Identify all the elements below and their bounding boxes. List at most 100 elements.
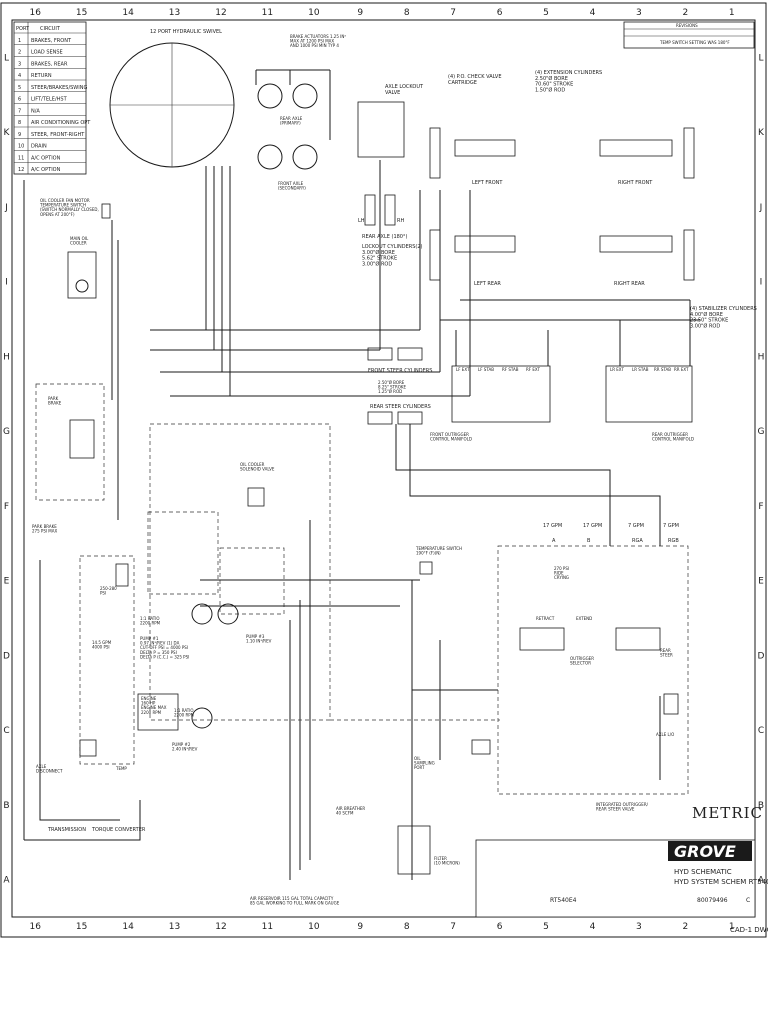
company-logo: GROVE bbox=[674, 842, 736, 861]
grid-column-label: 5 bbox=[543, 922, 549, 932]
lf-stab-label: LF STAB bbox=[478, 367, 494, 372]
port-circuit: A/C OPTION bbox=[31, 167, 61, 173]
grid-column-label: 1 bbox=[729, 922, 735, 932]
port-b-label: B bbox=[587, 538, 591, 544]
grid-column-label: 14 bbox=[122, 922, 134, 932]
port-circuit: N/A bbox=[31, 108, 40, 114]
transmission-label: TRANSMISSION bbox=[47, 827, 86, 833]
title-block: GROVE HYD SCHEMATIC HYD SYSTEM SCHEM RT5… bbox=[475, 839, 768, 934]
rear-axle-primary-label: REAR AXLE(PRIMARY) bbox=[280, 116, 303, 126]
grid-column-label: 6 bbox=[497, 922, 503, 932]
hydraulic-swivel: 12 PORT HYDRAULIC SWIVEL bbox=[109, 29, 235, 168]
rf-ext-label: RF EXT bbox=[526, 367, 541, 372]
model-number: RT540E4 bbox=[550, 897, 577, 904]
port-number: 5 bbox=[18, 85, 21, 91]
revisions-block: REVISIONS TEMP SWITCH SETTING WAS 180°F bbox=[623, 21, 755, 49]
port-circuit: STEER/BRAKES/SWING bbox=[31, 85, 87, 91]
flow-17b-label: 17 GPM bbox=[583, 523, 602, 529]
grid-column-label: 2 bbox=[682, 8, 688, 18]
drawing-title: HYD SCHEMATIC bbox=[674, 868, 732, 876]
grid-row-label: F bbox=[758, 502, 763, 512]
port-number: 9 bbox=[18, 132, 21, 138]
grid-row-label: D bbox=[758, 651, 765, 661]
port-a-label: A bbox=[552, 538, 556, 544]
grid-column-label: 4 bbox=[590, 8, 596, 18]
grid-row-label: D bbox=[3, 651, 10, 661]
rear-steer-cyl-label: REAR STEER CYLINDERS bbox=[370, 404, 431, 410]
port-header: PORT bbox=[16, 26, 30, 32]
metric-label: METRIC bbox=[692, 804, 763, 822]
filter-label: FILTER(10 MICRON) bbox=[434, 856, 460, 866]
grid-row-label: C bbox=[3, 726, 9, 736]
left-rear-label: LEFT REAR bbox=[474, 281, 501, 287]
grid-row-label: I bbox=[5, 278, 8, 288]
port-number: 10 bbox=[18, 144, 24, 150]
grid-row-label: G bbox=[3, 427, 10, 437]
grid-column-label: 8 bbox=[404, 8, 410, 18]
right-front-label: RIGHT FRONT bbox=[618, 180, 653, 186]
grid-row-label: A bbox=[758, 876, 765, 886]
port-number: 4 bbox=[18, 73, 21, 79]
grid-row-label: A bbox=[3, 876, 10, 886]
grid-column-label: 14 bbox=[122, 8, 134, 18]
grid-row-label: B bbox=[758, 801, 764, 811]
grid-column-label: 3 bbox=[636, 922, 642, 932]
port-circuit: BRAKES, REAR bbox=[31, 61, 68, 67]
grid-row-label: H bbox=[758, 352, 765, 362]
drawing-subtitle: HYD SYSTEM SCHEM RT540E4 bbox=[674, 878, 768, 886]
outrigger-manifolds: LF EXT LF STAB RF STAB RF EXT LR EXT LR … bbox=[430, 365, 694, 442]
grid-row-label: K bbox=[4, 128, 11, 138]
revision-row: TEMP SWITCH SETTING WAS 180°F bbox=[659, 40, 730, 45]
torque-converter-label: TORQUE CONVERTER bbox=[91, 827, 146, 833]
grove-logo-bg bbox=[668, 841, 752, 861]
grid-column-label: 13 bbox=[169, 922, 180, 932]
port-circuit: LOAD SENSE bbox=[31, 50, 63, 56]
grid-column-label: 16 bbox=[29, 8, 41, 18]
grid-column-label: 15 bbox=[76, 922, 87, 932]
grid-column-label: 10 bbox=[308, 8, 320, 18]
port-number: 11 bbox=[18, 155, 24, 161]
outer-border bbox=[0, 2, 767, 938]
grid-row-label: K bbox=[758, 128, 765, 138]
grid-column-label: 5 bbox=[543, 8, 549, 18]
port-number: 2 bbox=[18, 50, 21, 56]
port-circuit: BRAKES, FRONT bbox=[31, 38, 72, 44]
lr-stab-label: LR STAB bbox=[632, 367, 649, 372]
grid-row-label: G bbox=[758, 427, 765, 437]
rear-axle-deg-label: REAR AXLE (180°) bbox=[362, 234, 407, 240]
grid-column-label: 7 bbox=[450, 922, 456, 932]
rf-stab-label: RF STAB bbox=[502, 367, 519, 372]
port-number: 8 bbox=[18, 120, 21, 126]
revisions-header: REVISIONS bbox=[676, 23, 698, 28]
grid-column-label: 7 bbox=[450, 8, 456, 18]
swivel-label: 12 PORT HYDRAULIC SWIVEL bbox=[150, 29, 222, 35]
retract-label: RETRACT bbox=[536, 616, 555, 621]
port-circuit: DRAIN bbox=[31, 144, 47, 150]
front-axle-secondary-label: FRONT AXLE(SECONDARY) bbox=[278, 181, 306, 191]
axle-lo-label: AXLE L/O bbox=[656, 732, 674, 737]
